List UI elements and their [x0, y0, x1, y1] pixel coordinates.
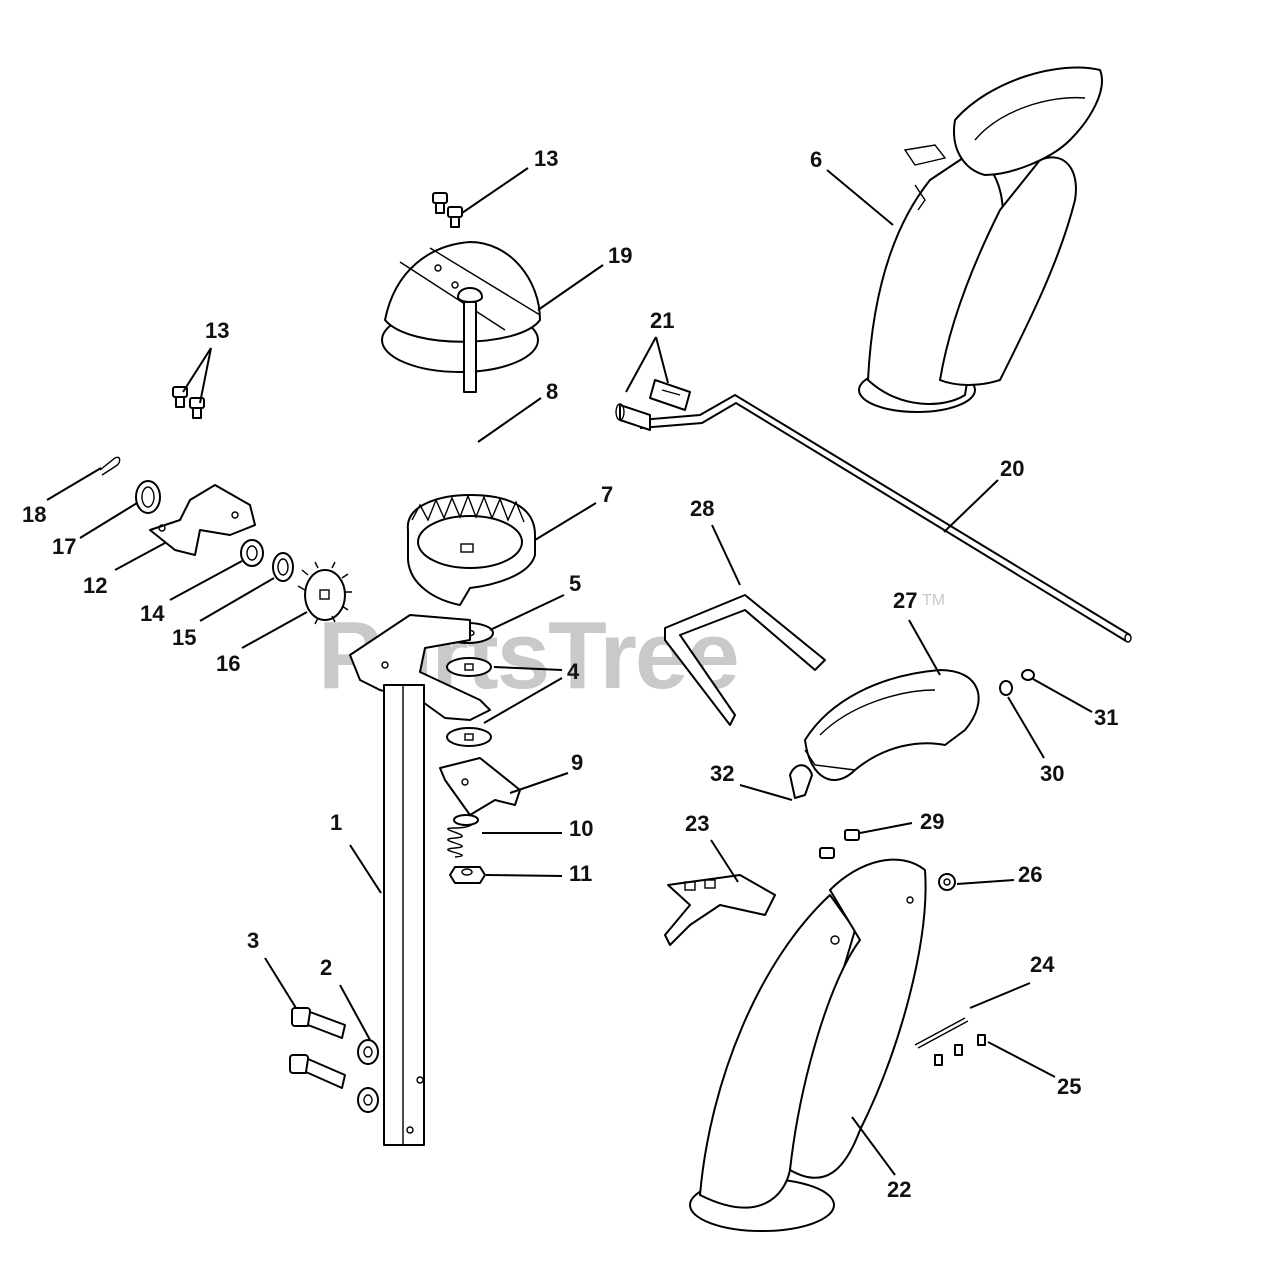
callout-22: 22: [887, 1177, 911, 1202]
part-27-deflector: [804, 669, 980, 781]
part-11-nut: [449, 866, 486, 884]
part-3-bolts: [289, 1007, 346, 1089]
part-8-carriage-bolt: [457, 287, 483, 393]
part-20-rod: [639, 393, 1132, 643]
callout-26: 26: [1018, 862, 1042, 887]
part-17-ring: [135, 480, 161, 514]
callout-13-top: 13: [534, 146, 558, 171]
part-24-pin: [914, 1017, 969, 1049]
part-12-bracket: [149, 484, 256, 556]
part-23-bracket: [664, 874, 776, 946]
part-9-plate: [439, 757, 521, 816]
callout-25: 25: [1057, 1074, 1081, 1099]
part-21-clip-parts: [615, 379, 691, 431]
callout-29: 29: [920, 809, 944, 834]
part-14-bushing: [240, 539, 264, 567]
callout-18: 18: [22, 502, 46, 527]
callout-28: 28: [690, 496, 714, 521]
part-7-gear-ring: [406, 494, 536, 606]
callout-12: 12: [83, 573, 107, 598]
part-18-clip: [99, 456, 121, 476]
callout-32: 32: [710, 761, 734, 786]
callout-8: 8: [546, 379, 558, 404]
callout-5: 5: [569, 571, 581, 596]
callout-16: 16: [216, 651, 240, 676]
leader-lines: [46, 167, 1093, 1176]
callout-labels: 13 13 19 8 21 20 7 5 4 9 10 11 1 3 2 6 2…: [22, 146, 1118, 1202]
watermark-trademark: TM: [922, 592, 945, 609]
callout-17: 17: [52, 534, 76, 559]
callout-11: 11: [569, 861, 592, 886]
callout-14: 14: [140, 601, 165, 626]
callout-10: 10: [569, 816, 593, 841]
callout-27: 27: [893, 588, 917, 613]
callout-1: 1: [330, 810, 342, 835]
callout-21: 21: [650, 308, 674, 333]
callout-23: 23: [685, 811, 709, 836]
part-25-rivets: [934, 1034, 986, 1066]
part-4-washer-upper: [446, 657, 492, 677]
callout-2: 2: [320, 955, 332, 980]
part-6-upper-chute: [858, 66, 1103, 413]
callout-30: 30: [1040, 761, 1064, 786]
part-1-post-bracket: [349, 614, 491, 1146]
part-29-bolts: [819, 829, 860, 859]
callout-19: 19: [608, 243, 632, 268]
part-26-nut: [938, 873, 956, 891]
part-16-pinion-gear: [297, 561, 352, 625]
part-30-nut: [999, 680, 1013, 696]
part-2-washers: [357, 1039, 379, 1113]
part-22-lower-chute: [689, 858, 927, 1232]
callout-7: 7: [601, 482, 613, 507]
part-19-cover: [381, 241, 541, 373]
part-10-spring: [447, 814, 479, 858]
part-32-knob: [789, 764, 813, 799]
part-31-nut: [1021, 669, 1035, 681]
callout-31: 31: [1094, 705, 1118, 730]
part-28-u-bracket: [664, 594, 826, 726]
part-13-bolts-top: [432, 192, 463, 228]
part-15-washer: [272, 552, 294, 582]
part-13-bolts-left: [172, 386, 205, 419]
callout-15: 15: [172, 625, 196, 650]
callout-6: 6: [810, 147, 822, 172]
callout-24: 24: [1030, 952, 1055, 977]
part-4-washer-lower: [446, 727, 492, 747]
callout-13-left: 13: [205, 318, 229, 343]
callout-20: 20: [1000, 456, 1024, 481]
callout-3: 3: [247, 928, 259, 953]
callout-4: 4: [567, 659, 580, 684]
callout-9: 9: [571, 750, 583, 775]
